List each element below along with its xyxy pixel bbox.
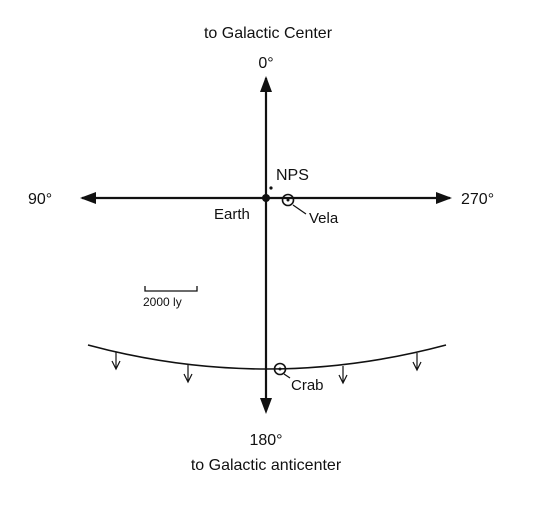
arc-arrow-4	[412, 353, 422, 372]
arc-arrow-3	[338, 366, 348, 385]
axis-label-270-deg: 270°	[461, 191, 494, 208]
earth-marker	[262, 194, 270, 202]
nps-marker	[269, 186, 273, 190]
arc-arrow-1	[111, 352, 121, 371]
axis-label-180-deg: 180°	[249, 432, 282, 449]
title-galactic-center: to Galactic Center	[204, 25, 333, 42]
scale-bar-label: 2000 ly	[143, 295, 182, 309]
arrow-up-icon	[260, 76, 272, 92]
crab-marker	[273, 362, 287, 376]
crab-label: Crab	[291, 377, 324, 394]
vela-leader-line	[292, 204, 307, 215]
axis-label-90-deg: 90°	[28, 191, 52, 208]
vela-center-dot	[286, 198, 290, 202]
arrow-right-icon	[436, 192, 452, 204]
scale-bar	[144, 286, 198, 292]
crab-leader-line	[283, 373, 291, 379]
nps-label: NPS	[276, 167, 309, 184]
curved-front-line	[87, 344, 447, 370]
axis-label-0-deg: 0°	[258, 55, 273, 72]
vela-marker	[281, 193, 295, 207]
arrow-left-icon	[80, 192, 96, 204]
arc-arrow-2	[183, 365, 193, 384]
arrow-down-icon	[260, 398, 272, 414]
crab-center-dot	[278, 367, 282, 371]
vela-label: Vela	[309, 210, 339, 227]
earth-label: Earth	[214, 206, 250, 223]
title-galactic-anticenter: to Galactic anticenter	[191, 457, 342, 474]
